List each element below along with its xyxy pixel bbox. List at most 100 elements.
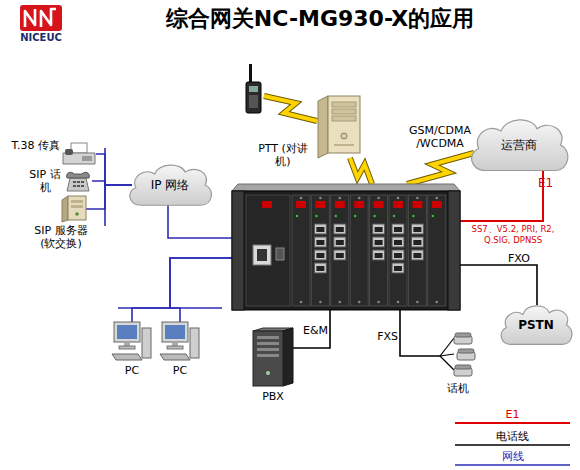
signaling-note: SS7、V5.2, PRI, R2, Q.SIG, DPNSS (463, 224, 563, 245)
icon-part (82, 156, 92, 161)
icon-part (394, 240, 402, 245)
icon-part (296, 215, 298, 217)
node-label: PTT (对讲机) (256, 142, 310, 168)
icon-part (316, 253, 324, 258)
icon-part (75, 212, 79, 216)
icon-part (112, 322, 152, 362)
walkie-talkie (246, 64, 261, 113)
icon-part (232, 191, 244, 310)
icon-part (165, 325, 185, 339)
icon-part (354, 201, 364, 208)
logo-text: NICEUC (12, 32, 70, 44)
icon-part (377, 301, 380, 304)
fax-machine: T.38 传真 (62, 142, 96, 166)
icon-part (332, 102, 356, 107)
icon-part (172, 342, 178, 346)
icon-part (300, 301, 303, 304)
icon-part (316, 266, 324, 271)
node-label: PBX (249, 390, 297, 403)
icon-part (68, 196, 86, 220)
icon-part (394, 253, 402, 258)
icon-part (350, 195, 368, 306)
icon-part (458, 349, 474, 353)
sip-phone: SIP 话机 (64, 170, 92, 192)
icon-part (160, 354, 190, 360)
diagram-title: 综合网关NC-MG930-X的应用 (110, 6, 530, 32)
icon-part (77, 185, 80, 187)
icon-part (440, 338, 454, 356)
icon-part (397, 301, 400, 304)
node-label: T.38 传真 (0, 139, 60, 152)
icon-part (432, 201, 442, 208)
radio-link-bolt (264, 96, 317, 121)
icon-part (232, 182, 460, 310)
icon-part (257, 348, 279, 351)
icon-part (328, 96, 360, 153)
connector-label: E&M (298, 324, 328, 337)
icon-part (332, 116, 356, 121)
icon-part (253, 331, 283, 386)
icon-part (334, 144, 354, 146)
icon-part (392, 250, 404, 260)
icon-part (114, 322, 140, 342)
pc-computer: PC (112, 322, 152, 362)
icon-part (408, 195, 426, 306)
icon-part (257, 342, 279, 345)
icon-part (455, 333, 471, 337)
pstn-cloud: PSTN (497, 303, 575, 347)
icon-part (393, 201, 403, 208)
company-logo (20, 5, 62, 31)
cable-connector (168, 205, 232, 238)
icon-part (167, 346, 183, 349)
icon-part (73, 181, 76, 183)
icon-part (253, 328, 293, 386)
icon-part (413, 240, 421, 245)
node-label: IP 网络 (125, 162, 215, 208)
connector-label: FXS (372, 330, 398, 343)
icon-part (339, 197, 342, 200)
icon-part (314, 224, 326, 234)
carrier-cloud: 运营商 (466, 116, 572, 174)
icon-part (300, 197, 303, 200)
ptt-server: PTT (对讲机) (318, 96, 360, 158)
icon-part (332, 109, 356, 114)
icon-part (65, 149, 73, 155)
icon-part (81, 185, 84, 187)
radio-screen (249, 86, 258, 92)
icon-part (440, 334, 476, 378)
icon-part (253, 245, 271, 265)
icon-part (377, 197, 380, 200)
bolt-outline (407, 153, 474, 184)
cable-line (170, 258, 232, 322)
icon-part (232, 184, 460, 191)
icon-part (81, 181, 84, 183)
icon-part (373, 237, 385, 247)
node-label: SIP 服务器 (软交换) (26, 224, 96, 250)
icon-part (389, 195, 407, 306)
gateway-chassis (232, 182, 460, 310)
node-label: PSTN (497, 303, 575, 347)
icon-part (334, 224, 346, 234)
cable-connector (400, 310, 440, 356)
cable-connector (460, 171, 543, 221)
logo-stroke (25, 9, 35, 27)
radio-keypad (249, 95, 258, 108)
icon-part (375, 227, 383, 232)
icon-part (319, 301, 322, 304)
node-label: SIP 话机 (28, 168, 62, 194)
wireless-link (407, 153, 474, 184)
icon-part (341, 133, 347, 139)
legend-line-sample (455, 464, 570, 466)
icon-part (397, 197, 400, 200)
icon-part (393, 215, 395, 217)
cable-connector (293, 310, 330, 348)
icon-part (77, 181, 80, 183)
icon-part (292, 195, 310, 306)
icon-part (112, 354, 142, 360)
icon-part (392, 237, 404, 247)
icon-part (413, 253, 421, 258)
sip-server: SIP 服务器 (软交换) (62, 196, 86, 222)
cable-line (132, 258, 232, 322)
